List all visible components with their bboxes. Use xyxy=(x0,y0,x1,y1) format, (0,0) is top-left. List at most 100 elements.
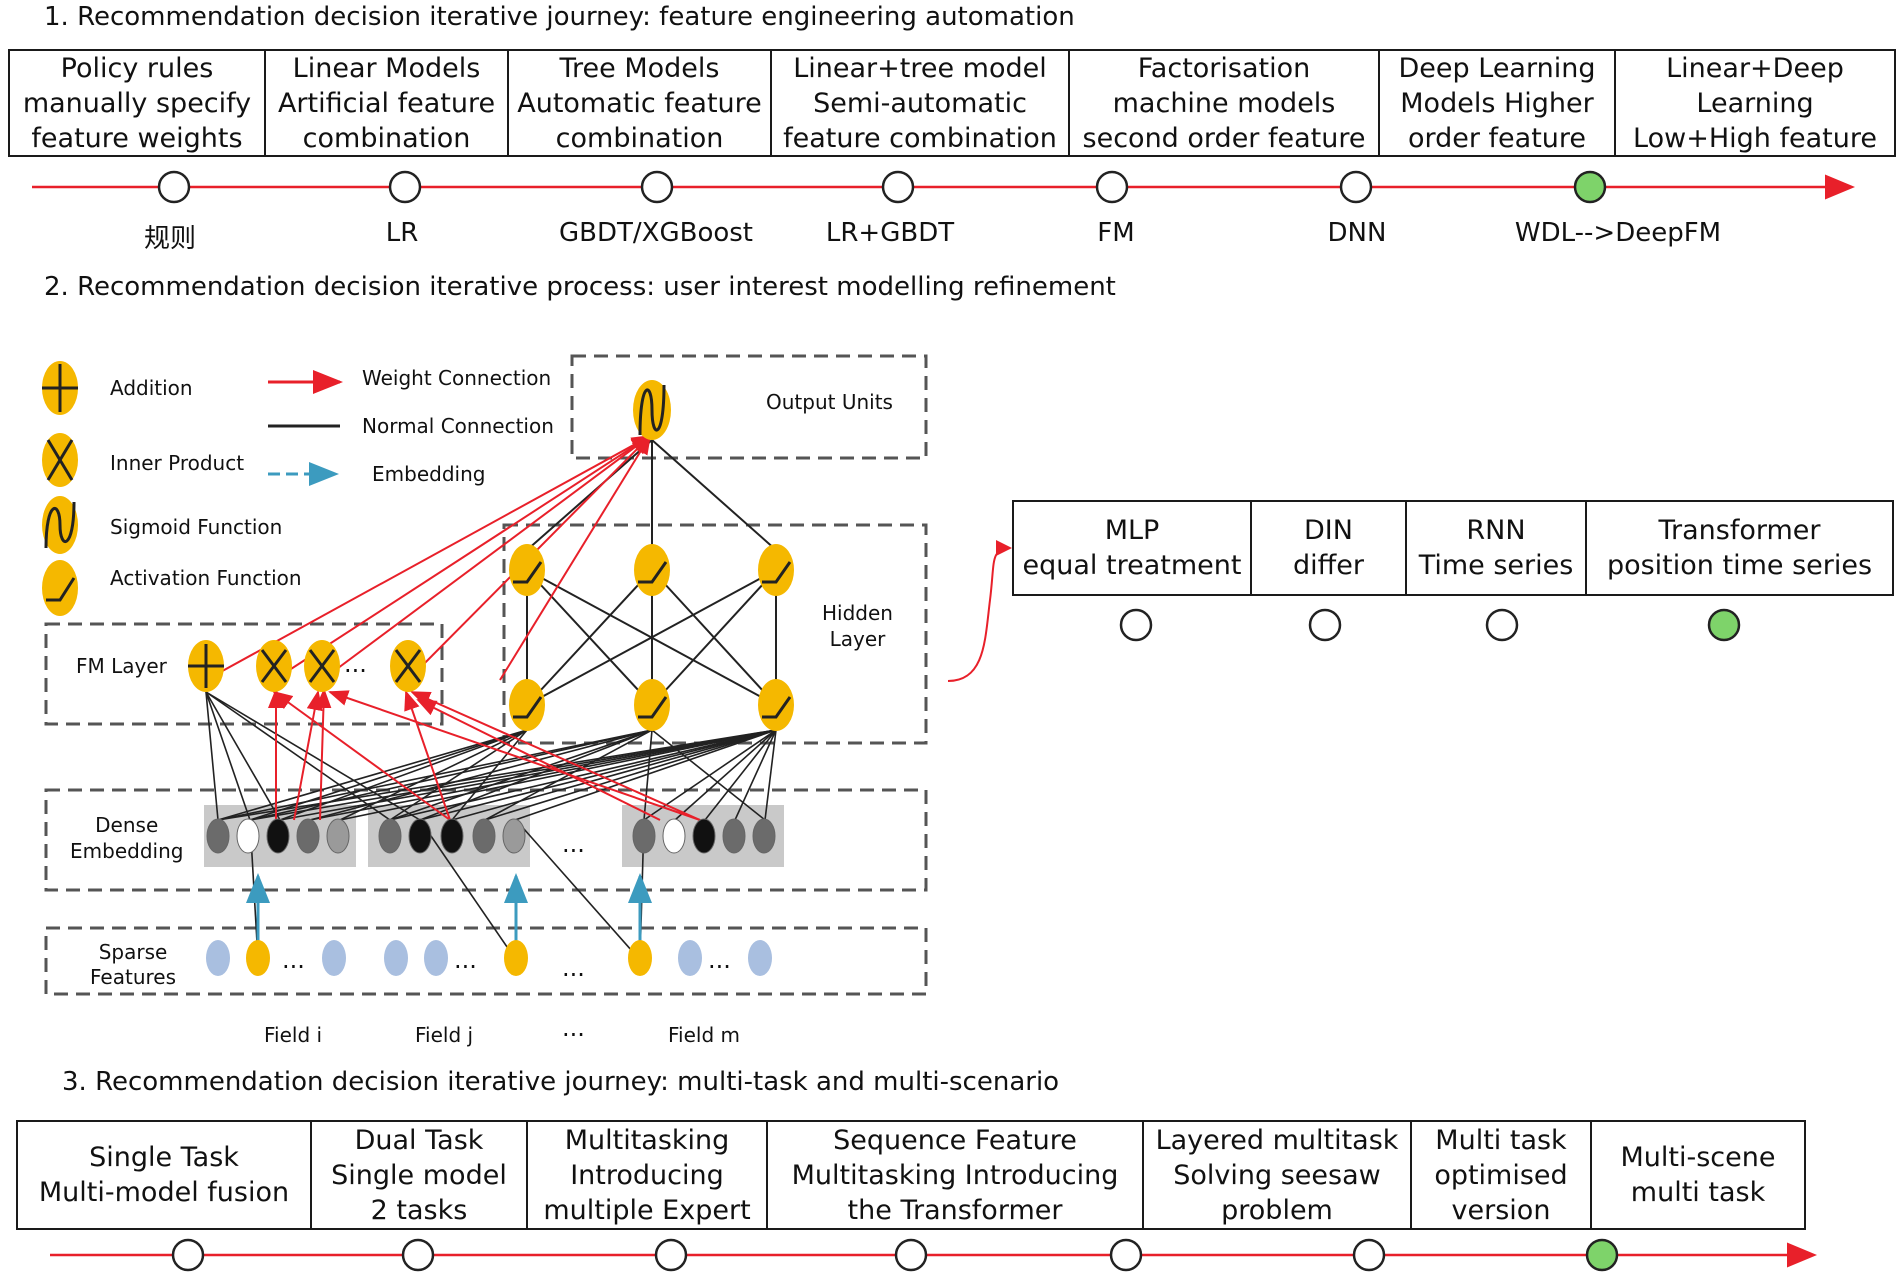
stage-text-line: Linear+Deep xyxy=(1666,52,1844,84)
stage-text-line: feature combination xyxy=(783,122,1057,154)
stage-text-line: multiple Expert xyxy=(543,1194,751,1226)
dense-embedding-label: Dense Embedding xyxy=(70,812,183,864)
section1-milestone-label: GBDT/XGBoost xyxy=(559,218,753,248)
stage-text-line: Introducing xyxy=(570,1159,724,1191)
dense-ellipsis: ... xyxy=(562,830,585,858)
section2-milestone-dot xyxy=(1119,608,1153,642)
dense-embedding-label-line: Dense xyxy=(95,813,159,837)
embedding-band xyxy=(204,805,356,867)
section3-milestone-dot xyxy=(171,1238,205,1272)
section1-stage-box: Factorisation machine models second orde… xyxy=(1070,51,1380,155)
section2-title: 2. Recommendation decision iterative pro… xyxy=(44,272,1116,302)
section1-milestone-dot xyxy=(640,170,674,204)
stage-text-line: MLP xyxy=(1104,515,1160,546)
stage-text-line: manually specify xyxy=(22,87,252,119)
fm-ellipsis: ... xyxy=(344,650,367,678)
output-units-label: Output Units xyxy=(766,390,893,414)
stage-text-line: feature weights xyxy=(31,122,243,154)
dense-embedding-nodes xyxy=(206,818,776,854)
stage-text-line: Time series xyxy=(1418,550,1574,581)
stage-text-line: order feature xyxy=(1407,122,1587,154)
field-ellipsis: ... xyxy=(562,1014,585,1042)
section3-stage-box: Layered multitask Solving seesaw problem xyxy=(1144,1122,1412,1228)
section2-stage-row: MLP equal treatment DIN differ RNN Time … xyxy=(1012,500,1894,596)
section1-stage-box: Policy rules manually specify feature we… xyxy=(10,51,266,155)
sparse-ellipsis: ... xyxy=(708,946,731,974)
sparse-ellipsis: ... xyxy=(454,946,477,974)
stage-text-line: Semi-automatic xyxy=(813,87,1027,119)
section3-milestone-dot xyxy=(401,1238,435,1272)
stage-text-line: Transformer xyxy=(1658,515,1821,546)
stage-text-line: Low+High feature xyxy=(1633,122,1877,154)
fm-to-dense-connections xyxy=(205,691,421,821)
stage-text-line: version xyxy=(1451,1194,1551,1226)
section1-milestone-label: DNN xyxy=(1327,218,1387,248)
section1-milestone-label: LR xyxy=(385,218,419,248)
section3-stage-box: Multitasking Introducing multiple Expert xyxy=(528,1122,768,1228)
embedding-arrows xyxy=(246,873,652,950)
section2-stage-box: RNN Time series xyxy=(1407,502,1587,594)
stage-text-line: differ xyxy=(1293,550,1364,581)
fm-layer-nodes xyxy=(188,640,426,692)
section2-milestone-dot xyxy=(1485,608,1519,642)
section1-milestone-dot-highlighted xyxy=(1573,170,1607,204)
curved-link-arrow xyxy=(947,547,1011,682)
legend-inner-product-label: Inner Product xyxy=(110,451,245,475)
stage-text-line: Multitasking Introducing xyxy=(791,1159,1119,1191)
field-label: Field m xyxy=(668,1023,741,1047)
sparse-ellipsis: ... xyxy=(282,946,305,974)
stage-text-line: Linear+tree model xyxy=(793,52,1047,84)
section1-milestone-label: WDL-->DeepFM xyxy=(1514,218,1722,248)
stage-text-line: Dual Task xyxy=(354,1124,484,1156)
sparse-features-box xyxy=(44,926,928,996)
section2-milestone-dot-highlighted xyxy=(1707,608,1741,642)
section1-stage-box: Linear+Deep Learning Low+High feature xyxy=(1616,51,1894,155)
field-label: Field j xyxy=(415,1023,474,1047)
section1-milestone-dot xyxy=(388,170,422,204)
sparse-ellipsis: ... xyxy=(562,954,585,982)
fm-layer-label: FM Layer xyxy=(76,654,167,678)
stage-text-line: Sequence Feature xyxy=(833,1124,1077,1156)
stage-text-line: Factorisation xyxy=(1137,52,1311,84)
section2-stage-box: MLP equal treatment xyxy=(1014,502,1252,594)
stage-text-line: Models Higher xyxy=(1400,87,1594,119)
section3-stage-row: Single Task Multi-model fusion Dual Task… xyxy=(16,1120,1806,1230)
stage-text-line: second order feature xyxy=(1082,122,1366,154)
sparse-to-dense-connections xyxy=(249,819,645,961)
output-sigmoid-glyph xyxy=(638,384,666,436)
hidden-layer-label: Hidden Layer xyxy=(822,600,893,652)
stage-text-line: Layered multitask xyxy=(1155,1124,1399,1156)
section3-milestone-dot-highlighted xyxy=(1585,1238,1619,1272)
stage-text-line: Learning xyxy=(1696,87,1814,119)
stage-text-line: Multi-model fusion xyxy=(38,1177,290,1208)
stage-text-line: Multitasking xyxy=(564,1124,730,1156)
dense-to-hidden-connections xyxy=(217,729,777,821)
curved-link-arrowhead xyxy=(996,540,1012,556)
hidden-layer-label-line: Layer xyxy=(829,627,886,651)
section1-milestone-label: LR+GBDT xyxy=(825,218,955,248)
activation-glyphs xyxy=(513,561,792,719)
section2-stage-box: Transformer position time series xyxy=(1587,502,1892,594)
stage-text-line: Solving seesaw xyxy=(1173,1159,1381,1191)
output-sigmoid-node xyxy=(633,380,671,440)
section3-milestone-dot xyxy=(894,1238,928,1272)
section3-title: 3. Recommendation decision iterative jou… xyxy=(62,1067,1060,1097)
section1-stage-box: Linear+tree model Semi-automatic feature… xyxy=(772,51,1070,155)
stage-text-line: combination xyxy=(302,122,471,154)
stage-text-line: Multi task xyxy=(1435,1124,1567,1156)
legend-normal-connection-label: Normal Connection xyxy=(362,414,554,438)
section1-stage-box: Tree Models Automatic feature combinatio… xyxy=(509,51,772,155)
legend-embedding-label: Embedding xyxy=(372,462,486,486)
section3-milestone-dot xyxy=(1109,1238,1143,1272)
section1-milestone-dot xyxy=(157,170,191,204)
section2-milestone-dot xyxy=(1308,608,1342,642)
embedding-band xyxy=(368,805,530,867)
legend-sigmoid-label: Sigmoid Function xyxy=(110,515,283,539)
section3-stage-box: Multi task optimised version xyxy=(1412,1122,1592,1228)
stage-text-line: Single Task xyxy=(89,1142,239,1173)
fm-layer-glyphs xyxy=(188,644,422,688)
stage-text-line: machine models xyxy=(1112,87,1336,119)
section3-milestone-dot xyxy=(654,1238,688,1272)
stage-text-line: equal treatment xyxy=(1022,550,1242,581)
section1-milestone-dot xyxy=(1095,170,1129,204)
